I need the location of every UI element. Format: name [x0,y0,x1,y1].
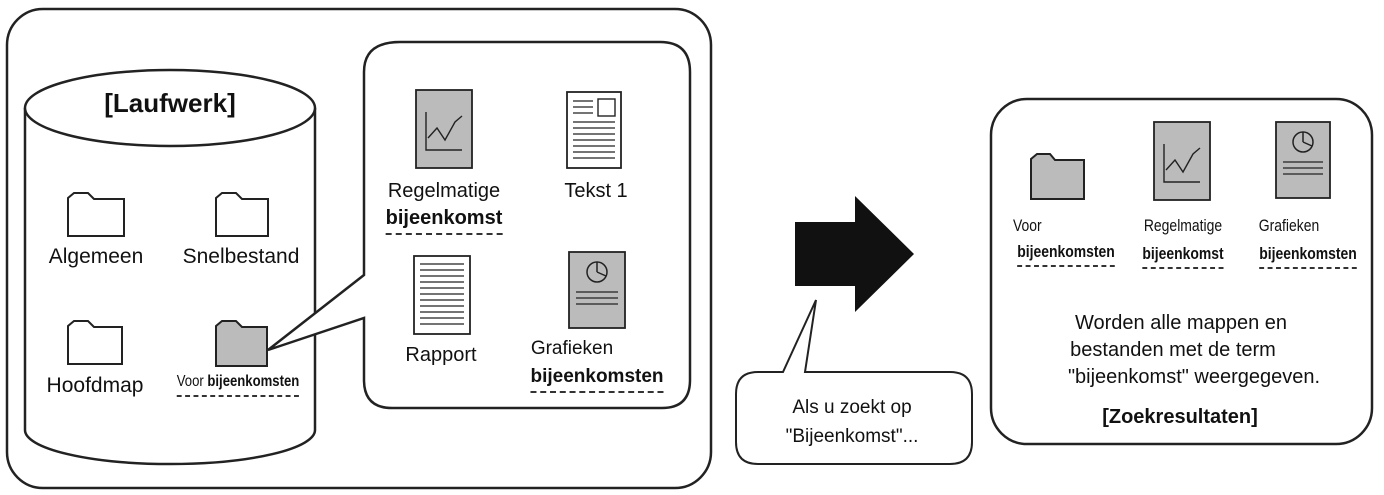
results-description-line1: Worden alle mappen en [1075,312,1287,334]
report-document-icon[interactable] [413,255,471,335]
folder-label-hoofdmap: Hoofdmap [46,374,144,397]
result-label-regelmatige: Regelmatige [1143,216,1223,235]
file-label-grafieken: Grafieken [530,338,614,359]
pie-chart-document-icon[interactable] [568,251,626,329]
folder-label-algemeen: Algemeen [48,245,144,268]
result-label-grafieken: Grafieken [1258,216,1320,235]
search-callout-line1: Als u zoekt op [792,397,912,418]
results-title: [Zoekresultaten] [1102,406,1258,428]
pie-chart-document-icon[interactable] [1275,121,1331,199]
drive-title: [Laufwerk] [104,88,236,118]
file-label-bijeenkomst: bijeenkomst [385,208,503,235]
result-label-bijeenkomst: bijeenkomst [1133,245,1232,269]
line-chart-document-icon[interactable] [1153,121,1211,201]
file-label-tekst1: Tekst 1 [564,180,628,202]
folder-icon[interactable] [67,192,125,237]
results-description-line2: bestanden met de term [1070,339,1276,361]
search-callout [735,299,973,465]
folder-icon[interactable] [1030,153,1085,200]
drive-cylinder-icon [23,68,317,466]
folder-icon[interactable] [215,192,269,237]
result-label-bijeenkomsten-chart: bijeenkomsten [1248,245,1367,269]
file-label-bijeenkomsten: bijeenkomsten [530,367,664,393]
line-chart-document-icon[interactable] [415,89,473,169]
result-label-voor: Voor [1013,216,1042,235]
arrow-right-icon [795,196,914,312]
file-label-regelmatige: Regelmatige [387,180,501,202]
folder-label-voor-bijeenkomsten: Voor bijeenkomsten [163,374,312,397]
file-label-rapport: Rapport [405,344,477,366]
folder-icon[interactable] [215,320,268,367]
search-callout-line2: "Bijeenkomst"... [785,426,919,447]
text-document-icon[interactable] [566,91,622,169]
folder-icon[interactable] [67,320,123,365]
results-description-line3: "bijeenkomst" weergegeven. [1067,366,1321,388]
folder-label-snelbestand: Snelbestand [182,245,300,268]
result-label-bijeenkomsten-folder: bijeenkomsten [1006,243,1125,267]
